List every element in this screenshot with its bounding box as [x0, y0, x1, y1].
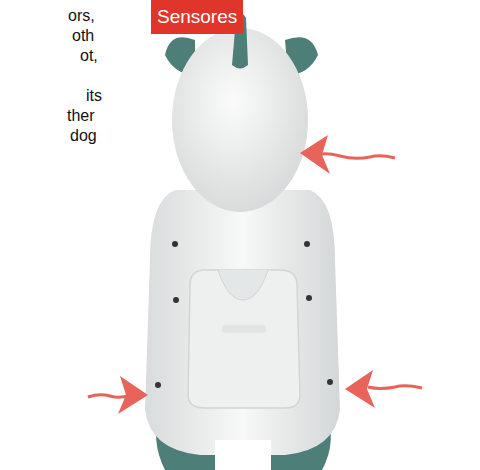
- robot-body: [145, 190, 340, 455]
- screw: [173, 297, 179, 303]
- body-text-fragment: ot,: [80, 46, 98, 66]
- tag-text: Sensores: [157, 6, 237, 28]
- screw: [306, 295, 312, 301]
- panel-notch: [218, 270, 268, 300]
- screw: [327, 379, 333, 385]
- title-tag: Sensores: [151, 0, 243, 34]
- back-panel: [188, 270, 300, 408]
- screw: [172, 241, 178, 247]
- body-text-fragment: ther: [67, 106, 95, 126]
- screw: [155, 382, 161, 388]
- tail-base: [215, 440, 271, 470]
- sensor-arrow: [345, 370, 422, 408]
- body-text-fragment: dog: [70, 126, 97, 146]
- panel-logo: [222, 325, 266, 333]
- sensor-arrow: [300, 135, 395, 174]
- sensor-arrow: [88, 376, 148, 414]
- screw: [304, 241, 310, 247]
- body-text-fragment: its: [86, 86, 102, 106]
- body-text-fragment: ors,: [68, 6, 95, 26]
- body-text-fragment: oth: [72, 26, 94, 46]
